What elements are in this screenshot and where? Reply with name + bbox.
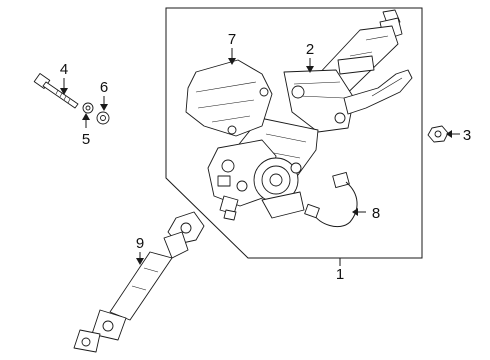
callout-labels: 1 2 3 4 5 6 7 8 9 [60, 31, 471, 283]
intermediate-shaft [73, 211, 205, 353]
callout-7: 7 [228, 31, 236, 48]
callout-1: 1 [336, 266, 344, 283]
assembly-boundary [165, 7, 423, 259]
callout-3: 3 [463, 127, 471, 144]
callout-2: 2 [306, 41, 314, 58]
callout-4: 4 [60, 61, 68, 78]
leader-lines [60, 48, 460, 266]
bolt [33, 73, 79, 109]
callout-5: 5 [82, 131, 90, 148]
washer-large [96, 111, 110, 125]
callout-9: 9 [136, 235, 144, 252]
column-cover [185, 59, 273, 137]
callout-8: 8 [372, 205, 380, 222]
callout-6: 6 [100, 79, 108, 96]
washer-small [82, 102, 94, 114]
steering-column-assembly [207, 9, 413, 221]
nut [427, 125, 449, 143]
wiring-harness [304, 171, 358, 227]
